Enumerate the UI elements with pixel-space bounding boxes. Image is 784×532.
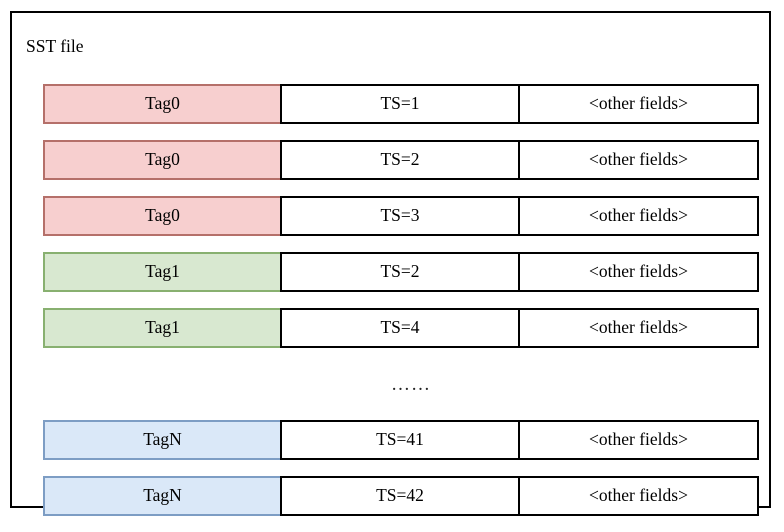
record-tag-cell: TagN <box>43 476 282 516</box>
record-tag-cell: Tag0 <box>43 196 282 236</box>
record-timestamp-cell: TS=1 <box>280 84 520 124</box>
record-timestamp-cell: TS=2 <box>280 252 520 292</box>
record-other-fields-cell: <other fields> <box>518 196 759 236</box>
record-other-fields-cell: <other fields> <box>518 420 759 460</box>
record-timestamp-cell: TS=3 <box>280 196 520 236</box>
record-timestamp-cell: TS=2 <box>280 140 520 180</box>
record-tag-cell: Tag0 <box>43 140 282 180</box>
record-other-fields-cell: <other fields> <box>518 476 759 516</box>
ellipsis-label: …… <box>391 373 431 395</box>
record-timestamp-cell: TS=41 <box>280 420 520 460</box>
sst-file-label: SST file <box>26 36 84 56</box>
record-other-fields-cell: <other fields> <box>518 140 759 180</box>
record-timestamp-cell: TS=4 <box>280 308 520 348</box>
record-tag-cell: TagN <box>43 420 282 460</box>
record-timestamp-cell: TS=42 <box>280 476 520 516</box>
record-tag-cell: Tag1 <box>43 252 282 292</box>
record-tag-cell: Tag0 <box>43 84 282 124</box>
record-tag-cell: Tag1 <box>43 308 282 348</box>
record-other-fields-cell: <other fields> <box>518 308 759 348</box>
record-other-fields-cell: <other fields> <box>518 84 759 124</box>
record-other-fields-cell: <other fields> <box>518 252 759 292</box>
records-ellipsis-row: …… <box>43 364 763 404</box>
